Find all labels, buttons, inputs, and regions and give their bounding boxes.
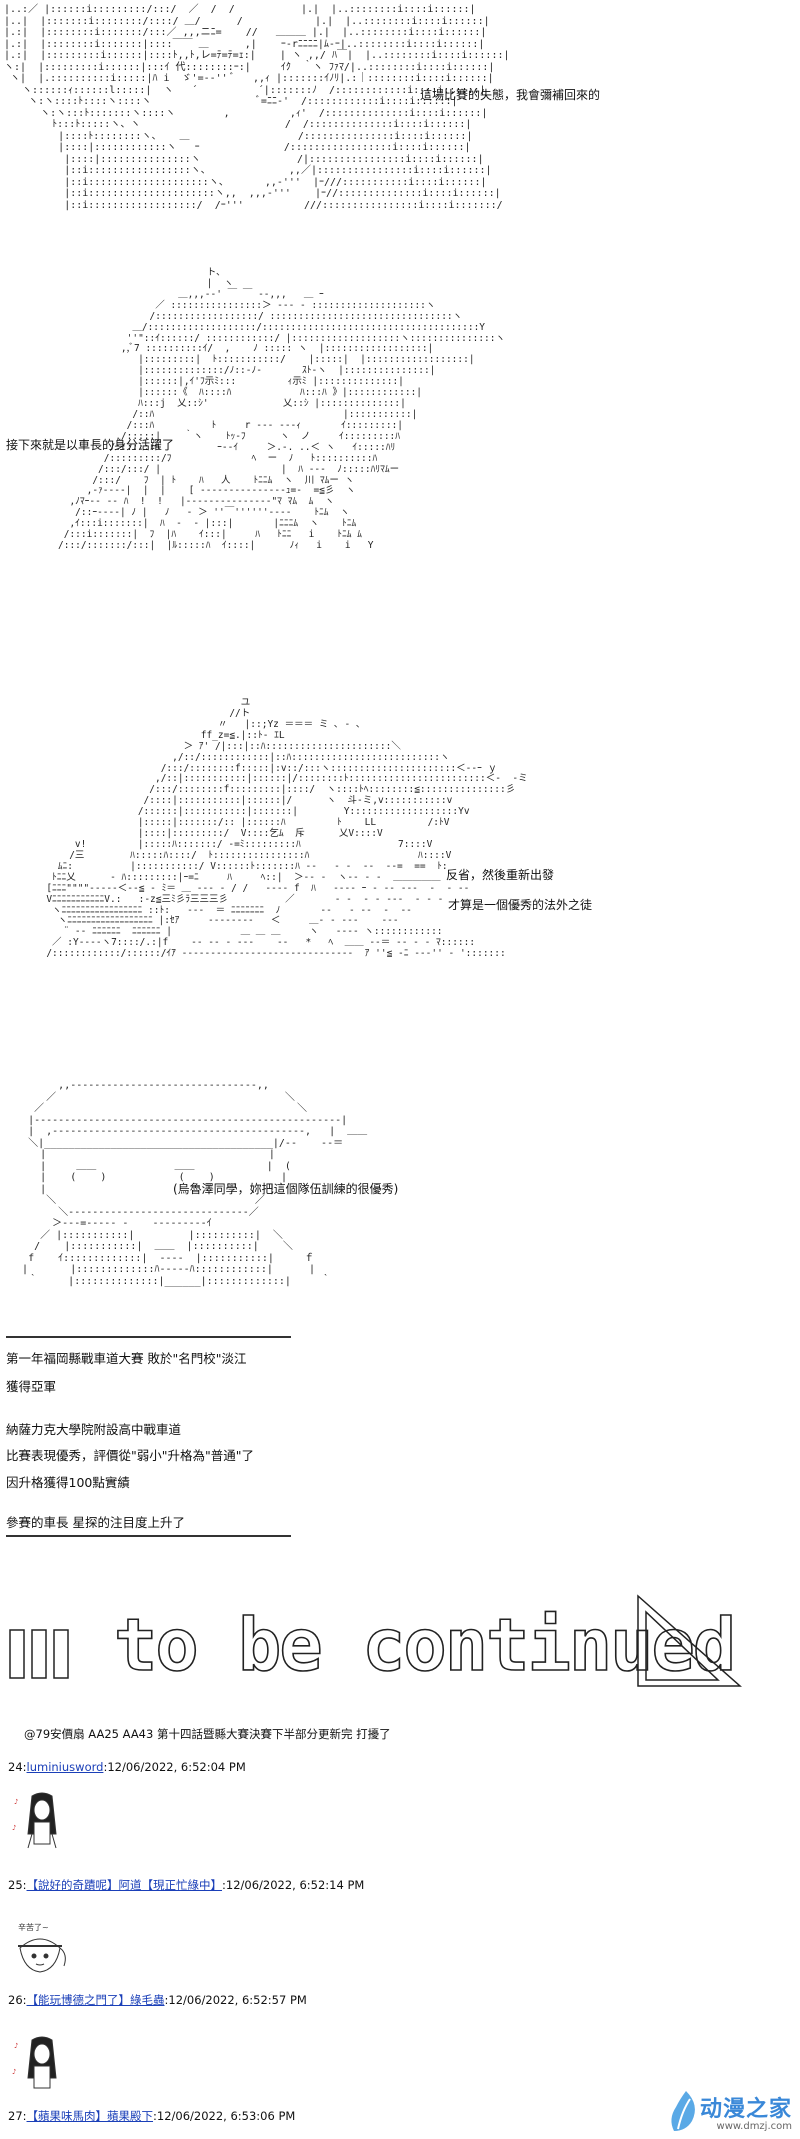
avatar-caption: 辛苦了~ [18,1922,49,1932]
ascii-art-panel-1: |..:／ |::::::i:::::::::/:::/ ／ / / |.| |… [4,4,510,211]
avatar-post-24: ♪ ♪ [12,1792,57,1849]
post-author-link[interactable]: 【能玩博德之門了】綠毛蟲 [26,1993,165,2007]
post-timestamp: 12/06/2022, 6:52:57 PM [168,1993,307,2007]
post-author-link[interactable]: 【說好的奇蹟呢】阿道【現正忙綠中】 [26,1878,223,1892]
post-timestamp: 12/06/2022, 6:52:04 PM [107,1760,246,1774]
summary-points: 因升格獲得100點實績 [6,1475,130,1490]
update-note: @79安價扇 AA25 AA43 第十四話暨縣大賽決賽下半部分更新完 打擾了 [24,1727,391,1741]
post-timestamp: 12/06/2022, 6:53:06 PM [156,2109,296,2123]
dialogue-line-4: (烏魯澤同學，妳把這個隊伍訓練的很優秀) [173,1182,399,1196]
ascii-art-panel-4: ,,‐‐‐‐‐‐‐‐‐‐‐‐‐‐‐‐‐‐‐‐‐‐‐‐‐‐‐‐‐‐‐,, ／ ＼ … [22,1080,368,1287]
dialogue-line-3b: 才算是一個優秀的法外之徒 [448,898,593,912]
svg-text:♪: ♪ [12,2068,16,2076]
site-watermark: 动漫之家 www.dmzj.com [666,2089,792,2133]
summary-bottom-rule [6,1535,291,1537]
avatar-post-26: ♪ ♪ [12,2036,57,2089]
ascii-art-panel-3: ユ //ト 〃 |::;Yz ＝＝＝ ミ ､ ‐ ､ ff_z=≦.|::ﾄ‐ … [46,697,528,960]
watermark-url: www.dmzj.com [716,2120,792,2132]
post-author-link[interactable]: luminiusword [26,1760,104,1774]
post-separator: : [164,1993,169,2007]
post-number: 26: [8,1993,27,2007]
post-number: 24: [8,1760,27,1774]
avatar-post-25: 辛苦了~ [18,1922,66,1973]
to-be-continued-banner: to be continued... [9,1594,746,1688]
post-author-link[interactable]: 【蘋果味馬肉】蘋果殿下 [26,2109,154,2123]
summary-result: 第一年福岡縣戰車道大賽 敗於"名門校"淡江 [6,1351,247,1366]
post-separator: : [103,1760,108,1774]
ascii-art-panel-2: ト、 | ヽ ＿,,,-‐' ￣ ￣ ‐-,,, ＿ ｰ ／ :::::::::… [58,267,505,552]
post-number: 25: [8,1878,27,1892]
watermark-name: 动漫之家 [699,2096,792,2122]
post-27: 27:【蘋果味馬肉】蘋果殿下:12/06/2022, 6:53:06 PM [8,2108,295,2124]
post-26: 26:【能玩博德之門了】綠毛蟲:12/06/2022, 6:52:57 PM [8,1992,307,2008]
dialogue-line-1: 這場比賽的失態，我會彌補回來的 [420,88,601,102]
dialogue-line-3a: 反省，然後重新出發 [446,868,555,882]
post-separator: : [222,1878,226,1892]
post-25: 25:【說好的奇蹟呢】阿道【現正忙綠中】:12/06/2022, 6:52:14… [8,1877,364,1893]
leaf-logo-icon [671,2091,695,2131]
summary-commander: 參賽的車長 星探的注目度上升了 [6,1515,185,1530]
summary-school: 納薩力克大學院附設高中戰車道 [6,1422,182,1437]
to-be-continued-text: to be continued... [114,1603,746,1687]
svg-text:♪: ♪ [14,1798,18,1806]
post-24: 24:luminiusword:12/06/2022, 6:52:04 PM [8,1760,246,1774]
summary-runner-up: 獲得亞軍 [6,1379,57,1394]
post-timestamp: 12/06/2022, 6:52:14 PM [225,1878,365,1892]
dialogue-line-2: 接下來就是以車長的身分活躍了 [6,438,175,452]
summary-evaluation: 比賽表現優秀，評價從"弱小"升格為"普通"了 [6,1448,254,1463]
post-number: 27: [8,2109,27,2123]
svg-text:♪: ♪ [12,1824,16,1832]
post-separator: : [153,2109,157,2123]
play-arrow-icon [9,1594,742,1687]
svg-text:♪: ♪ [14,2042,18,2050]
summary-top-rule [6,1336,291,1338]
